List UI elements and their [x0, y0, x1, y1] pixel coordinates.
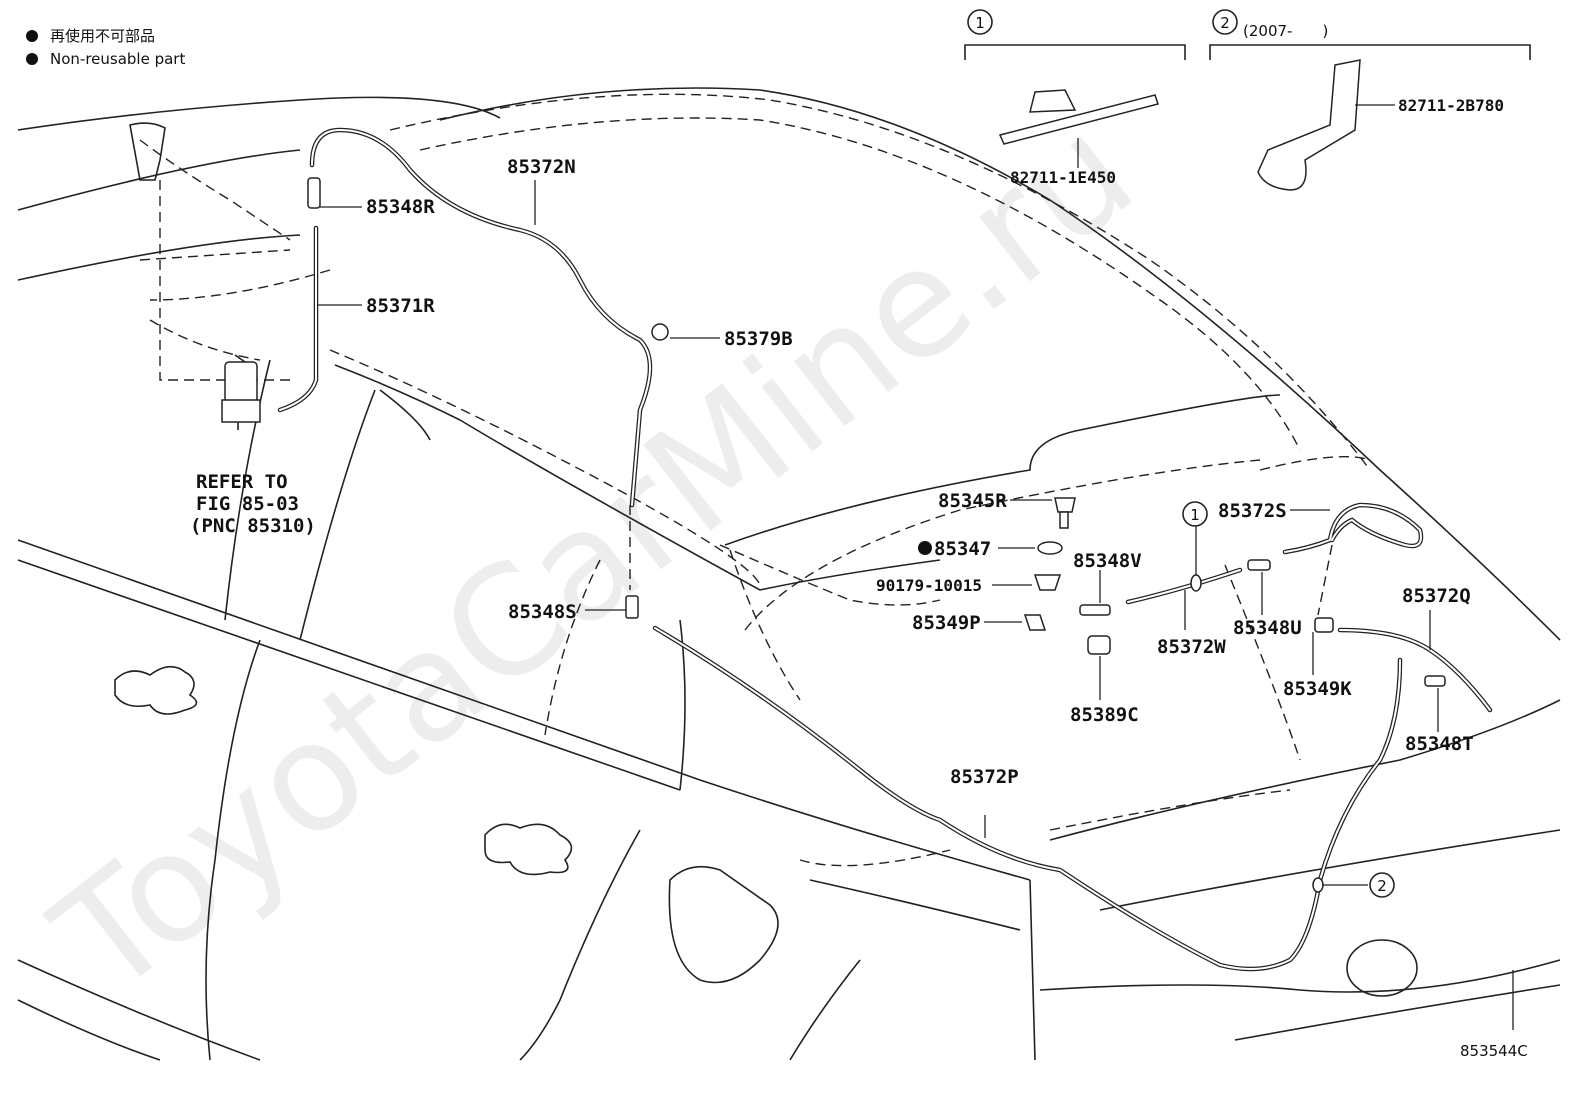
diagram-code: 853544C — [1460, 1042, 1528, 1060]
non-reusable-dot-icon — [918, 541, 932, 555]
callout-1: 1 — [1190, 506, 1200, 524]
variant-1-box: 1 — [964, 9, 1186, 145]
variant-2-box: 2 — [1209, 9, 1531, 191]
car-body-outline — [17, 87, 1561, 1061]
refer-line-2: FIG 85-03 — [196, 493, 299, 515]
variant-1-number: 1 — [975, 14, 985, 32]
part-labels: 82711-1E450 (2007- ) 82711-2B780 85372N … — [190, 22, 1528, 1060]
label-90179-10015: 90179-10015 — [876, 576, 982, 595]
label-85348R: 85348R — [366, 196, 435, 218]
label-85371R: 85371R — [366, 295, 435, 317]
watermark: ToyotaCarMine.ru — [24, 84, 1165, 1028]
variant-2-number: 2 — [1220, 14, 1230, 32]
callouts: 1 2 — [1182, 501, 1395, 898]
washer-pump — [129, 122, 261, 430]
label-85348V: 85348V — [1073, 550, 1142, 572]
legend: 再使用不可部品 Non-reusable part — [26, 27, 185, 68]
label-85372N: 85372N — [507, 156, 576, 178]
label-85379B: 85379B — [724, 328, 793, 350]
leader-lines — [318, 104, 1439, 886]
legend-dot-icon — [26, 30, 38, 42]
refer-line-3: (PNC 85310) — [190, 515, 316, 537]
label-85389C: 85389C — [1070, 704, 1139, 726]
reference-dashed-lines — [139, 93, 1371, 867]
label-85348U: 85348U — [1233, 617, 1302, 639]
legend-jp: 再使用不可部品 — [50, 27, 155, 45]
label-85349P: 85349P — [912, 612, 981, 634]
small-parts — [307, 177, 1446, 893]
label-85348T: 85348T — [1405, 733, 1474, 755]
refer-line-1: REFER TO — [196, 471, 288, 493]
label-85345R: 85345R — [938, 490, 1007, 512]
variant-2-years: (2007- ) — [1243, 22, 1328, 40]
label-82711-1E450: 82711-1E450 — [1010, 168, 1116, 187]
label-85348S: 85348S — [508, 601, 577, 623]
label-85372P: 85372P — [950, 766, 1019, 788]
label-85347: 85347 — [934, 538, 991, 560]
label-85372W: 85372W — [1157, 636, 1226, 658]
label-85372S: 85372S — [1218, 500, 1287, 522]
legend-en: Non-reusable part — [50, 50, 185, 68]
label-85349K: 85349K — [1283, 678, 1352, 700]
callout-2: 2 — [1377, 877, 1387, 895]
label-85372Q: 85372Q — [1402, 585, 1471, 607]
legend-dot-icon — [26, 53, 38, 65]
label-82711-2B780: 82711-2B780 — [1398, 96, 1504, 115]
